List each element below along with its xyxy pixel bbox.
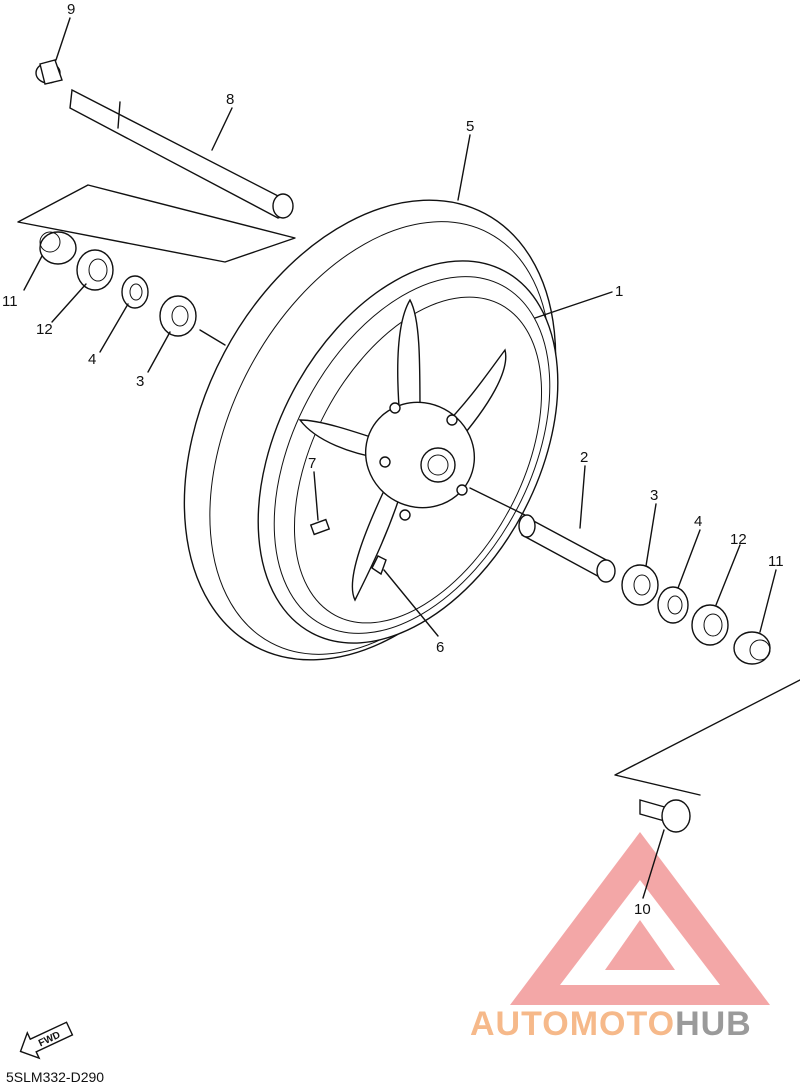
watermark-word-part1: AUTOMOTO xyxy=(470,1005,675,1043)
bearing-3-left xyxy=(159,295,197,337)
callout-4-left: 4 xyxy=(88,351,96,368)
callout-10: 10 xyxy=(634,901,651,918)
callout-4-right: 4 xyxy=(694,513,702,530)
fwd-arrow: FWD xyxy=(19,1021,74,1060)
watermark-text: AUTOMOTOHUB xyxy=(470,1005,752,1043)
callout-6: 6 xyxy=(436,639,444,656)
callout-7: 7 xyxy=(308,455,316,472)
right-hardware xyxy=(469,487,800,833)
callout-9: 9 xyxy=(67,1,75,18)
hub-flange xyxy=(364,401,476,509)
bearing-4-left xyxy=(121,275,149,309)
left-hardware xyxy=(17,184,296,346)
spoke-lower xyxy=(351,477,406,602)
callout-12-right: 12 xyxy=(730,531,747,548)
valve xyxy=(371,555,387,576)
hub-bore xyxy=(420,447,456,483)
oil-seal-12-right xyxy=(691,604,729,646)
callout-3-right: 3 xyxy=(650,487,658,504)
wheel-assembly xyxy=(183,199,559,661)
callout-5: 5 xyxy=(466,118,474,135)
spoke-upper xyxy=(397,298,421,421)
watermark-word-part2: HUB xyxy=(675,1005,752,1043)
bearing-4-right xyxy=(657,586,689,624)
watermark-logo xyxy=(510,832,770,1005)
callout-2: 2 xyxy=(580,449,588,466)
callout-11-right: 11 xyxy=(768,553,784,570)
callout-12-left: 12 xyxy=(36,321,53,338)
callouts: 9 8 5 1 11 12 4 3 7 6 2 3 4 12 11 10 xyxy=(2,1,784,918)
bearing-3-right xyxy=(621,564,659,606)
fwd-label: FWD xyxy=(37,1030,62,1050)
callout-1: 1 xyxy=(615,283,623,300)
drawing-code: 5SLM332-D290 xyxy=(6,1069,104,1085)
axle xyxy=(69,88,291,219)
leader-lines xyxy=(23,17,777,899)
callout-11-left: 11 xyxy=(2,293,18,310)
callout-3-left: 3 xyxy=(136,373,144,390)
oil-seal-12-left xyxy=(76,249,114,291)
callout-8: 8 xyxy=(226,91,234,108)
axle-group xyxy=(35,59,294,219)
balance-weight xyxy=(309,518,331,536)
